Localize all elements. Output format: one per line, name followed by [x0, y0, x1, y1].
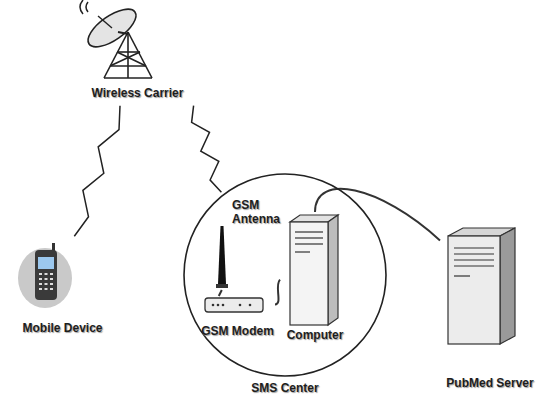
modem-node: GSM Modem — [200, 296, 275, 338]
satellite-dish — [80, 0, 142, 54]
gsm-antenna — [216, 226, 228, 288]
server-tower — [448, 228, 515, 344]
node-label: PubMed Server — [446, 376, 533, 390]
computer-tower — [290, 215, 338, 325]
mobile-phone — [18, 243, 72, 308]
node-label: SMS Center — [251, 381, 318, 395]
gsm-modem — [205, 298, 263, 312]
node-label: GSM Antenna — [232, 198, 287, 226]
wireless-link — [192, 106, 222, 193]
boundary-outline — [184, 174, 386, 376]
tower-node: Wireless Carrier — [60, 0, 215, 100]
device-node: Mobile Device — [10, 240, 115, 335]
node-label: Computer — [287, 328, 344, 342]
wireless-link — [74, 106, 120, 237]
antenna-node: GSM Antenna — [212, 198, 287, 290]
node-label: Mobile Device — [22, 321, 102, 335]
center-circle: SMS Center GSM AntennaGSM Modem Computer — [182, 172, 388, 395]
computer-node: Computer — [280, 212, 350, 342]
node-label: Wireless Carrier — [92, 86, 184, 100]
node-label: GSM Modem — [201, 324, 274, 338]
boundary-circle — [182, 172, 388, 378]
server-node: PubMed Server — [440, 220, 540, 390]
cable-link — [275, 280, 280, 305]
cable-link — [219, 290, 222, 296]
